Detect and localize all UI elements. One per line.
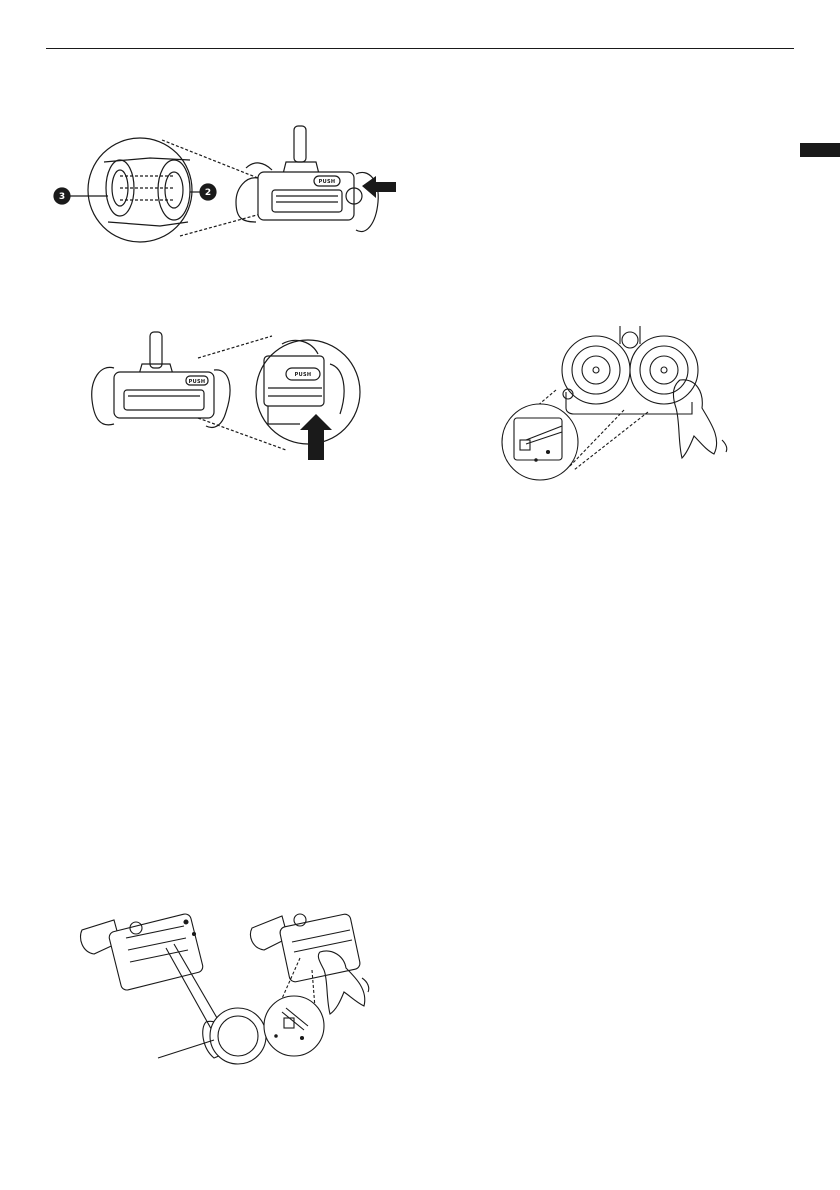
callout-3: 3 [59,192,65,202]
header-rule [46,48,794,49]
figure-dual-brush-clean [496,322,736,486]
push-label-zoom: PUSH [295,372,312,378]
figure-connector-detail: 3 2 PUSH [50,118,410,258]
arrow-left-icon [362,176,396,198]
language-tab [800,143,840,157]
push-label: PUSH [319,179,336,185]
callout-2: 2 [205,188,211,198]
push-label-small: PUSH [189,379,206,385]
figure-cover-lift: PUSH PUSH [86,328,366,464]
figure-brush-clean [74,908,384,1068]
